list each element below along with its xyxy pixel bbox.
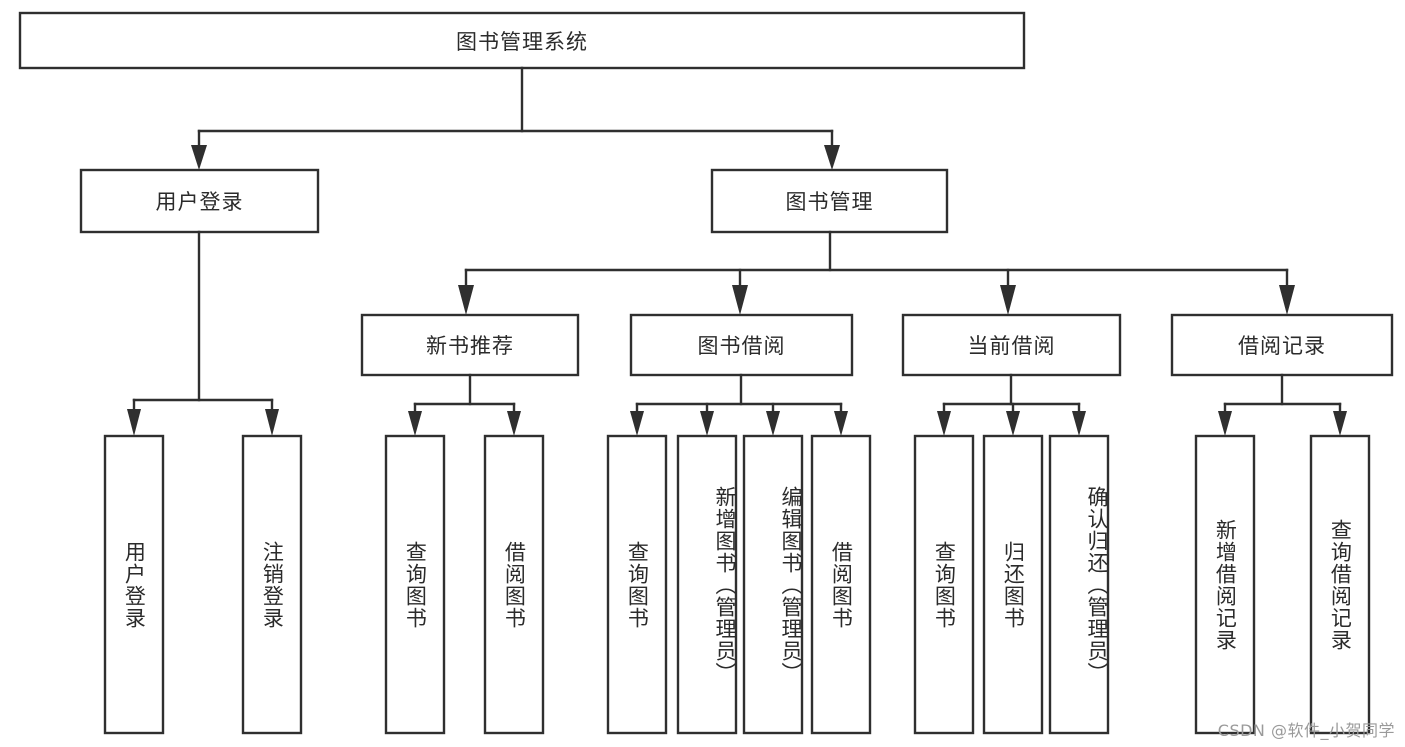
arrowhead-leaf-add-book xyxy=(700,411,714,436)
arrowhead-leaf-borrow-book-1 xyxy=(507,411,521,436)
node-leaf-query-book-3-box[interactable] xyxy=(913,434,975,735)
node-leaf-borrow-book-2-box[interactable] xyxy=(810,434,872,735)
arrowhead-new-book-recommend xyxy=(458,285,474,315)
node-leaf-user-login-box[interactable] xyxy=(103,434,165,735)
node-leaf-return-book-box[interactable] xyxy=(982,434,1044,735)
arrowhead-book-borrow xyxy=(732,285,748,315)
node-leaf-edit-book-box[interactable] xyxy=(742,434,804,735)
arrowhead-leaf-user-logout xyxy=(265,409,279,436)
node-user-login-box[interactable] xyxy=(79,168,320,234)
arrowhead-leaf-query-record xyxy=(1333,411,1347,436)
node-leaf-confirm-return-box[interactable] xyxy=(1048,434,1110,735)
arrowhead-leaf-borrow-book-2 xyxy=(834,411,848,436)
node-borrow-record-box[interactable] xyxy=(1170,313,1394,377)
arrowhead-leaf-edit-book xyxy=(766,411,780,436)
node-leaf-query-book-2-box[interactable] xyxy=(606,434,668,735)
node-leaf-query-book-1-box[interactable] xyxy=(384,434,446,735)
arrowhead-leaf-add-record xyxy=(1218,411,1232,436)
arrowhead-leaf-query-book-3 xyxy=(937,411,951,436)
node-book-management-box[interactable] xyxy=(710,168,949,234)
arrowhead-leaf-confirm-return xyxy=(1072,411,1086,436)
node-new-book-recommend-box[interactable] xyxy=(360,313,580,377)
node-leaf-add-book-box[interactable] xyxy=(676,434,738,735)
arrowhead-borrow-record xyxy=(1279,285,1295,315)
node-leaf-add-record-box[interactable] xyxy=(1194,434,1256,735)
arrowhead-to-user-login xyxy=(191,145,207,170)
node-root-box[interactable] xyxy=(18,11,1026,70)
node-leaf-borrow-book-1-box[interactable] xyxy=(483,434,545,735)
arrowhead-leaf-user-login xyxy=(127,409,141,436)
arrowhead-leaf-query-book-2 xyxy=(630,411,644,436)
node-book-borrow-box[interactable] xyxy=(629,313,854,377)
arrowhead-to-book-management xyxy=(824,145,840,170)
node-leaf-user-logout-box[interactable] xyxy=(241,434,303,735)
arrowhead-current-borrow xyxy=(1000,285,1016,315)
node-current-borrow-box[interactable] xyxy=(901,313,1122,377)
arrowhead-leaf-return-book xyxy=(1006,411,1020,436)
arrowhead-leaf-query-book-1 xyxy=(408,411,422,436)
node-leaf-query-record-box[interactable] xyxy=(1309,434,1371,735)
